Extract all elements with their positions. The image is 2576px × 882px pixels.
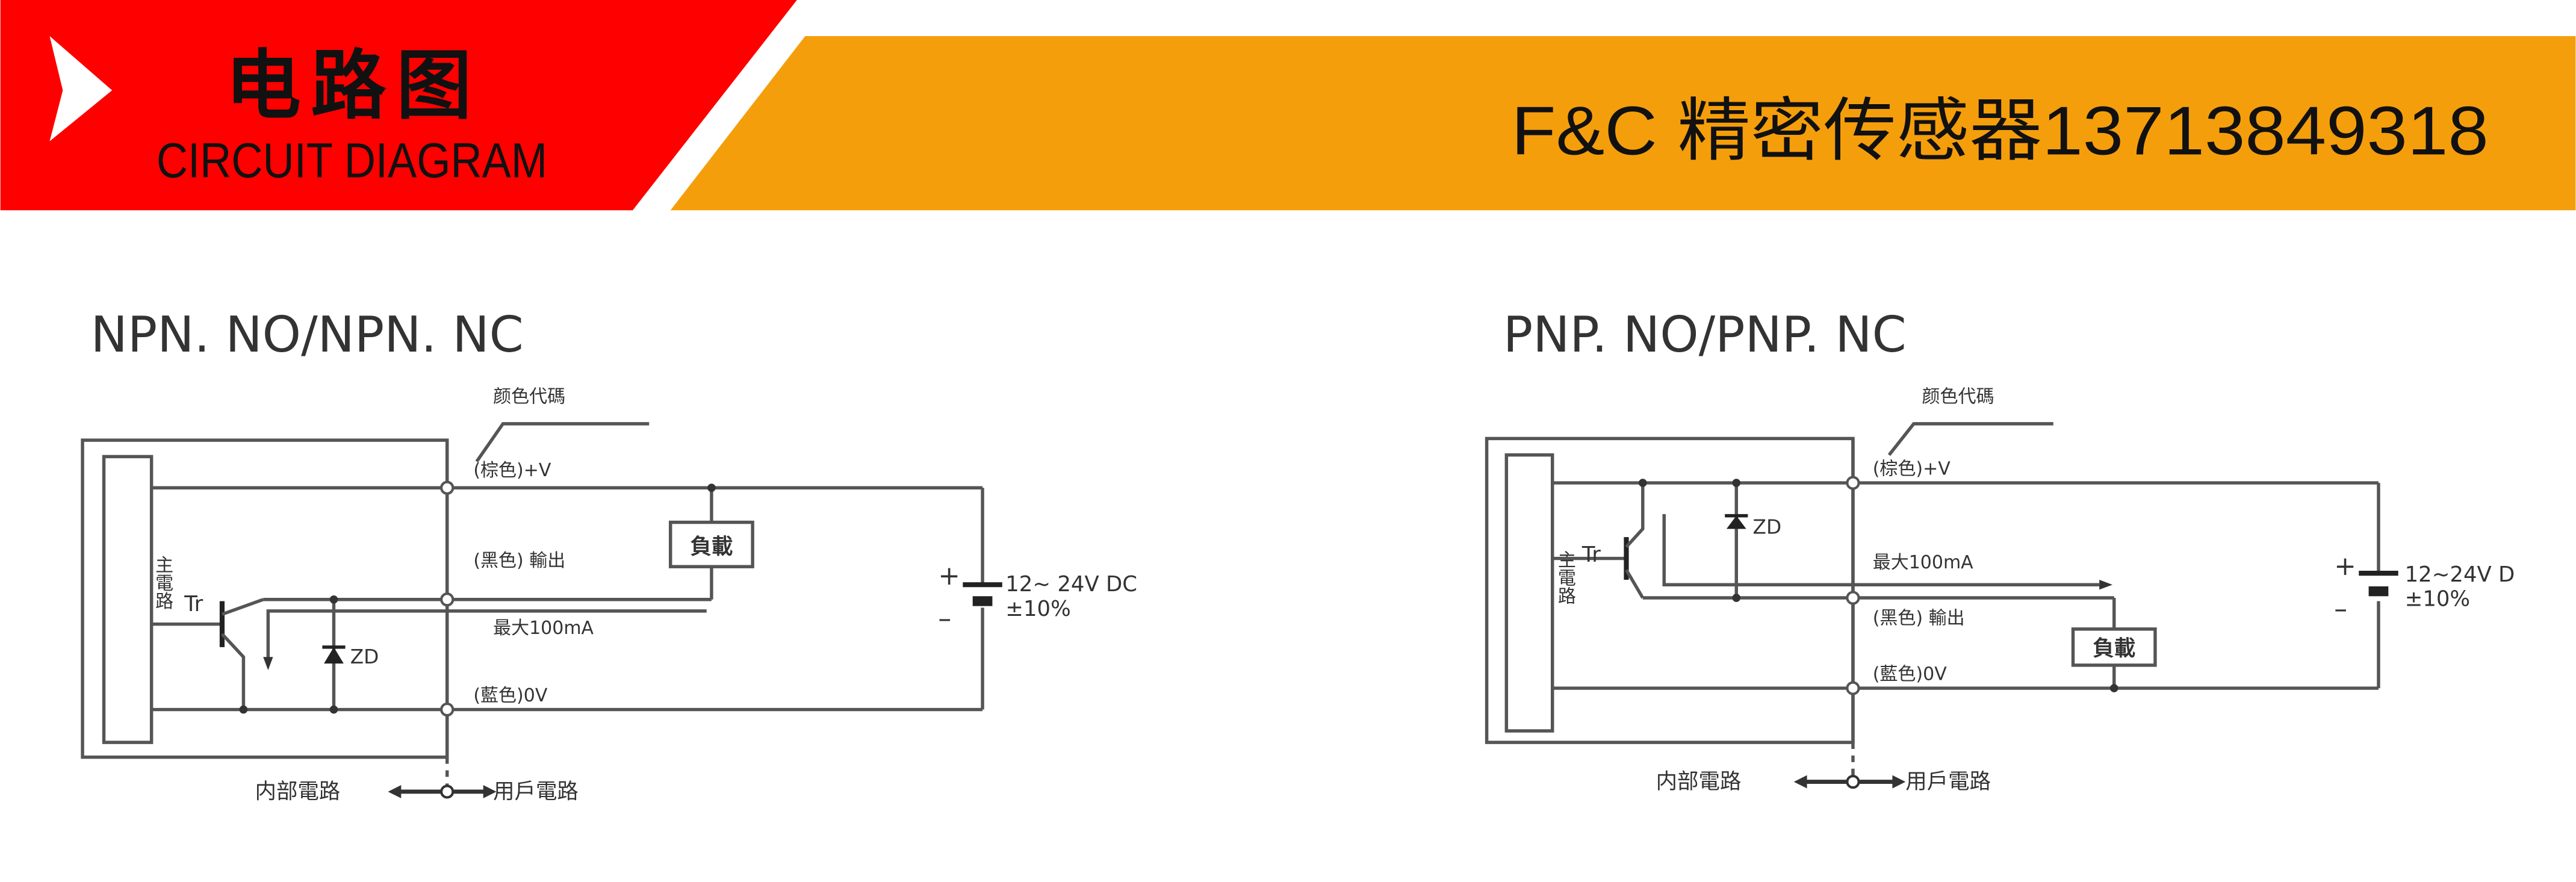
arrow-icon — [49, 36, 113, 141]
npn-current-arrow — [266, 609, 707, 660]
pnp-blue-label: (藍色)0V — [1873, 663, 1947, 685]
npn-load-box — [668, 520, 754, 568]
title-en: CIRCUIT DIAGRAM — [157, 134, 547, 188]
npn-plus-label: + — [938, 561, 960, 591]
npn-brown-label: (棕色)+V — [473, 460, 551, 481]
npn-max-current-label: 最大100mA — [493, 618, 594, 639]
pnp-voltage-label: 12~24V D — [2405, 562, 2515, 587]
npn-zener-icon — [324, 647, 344, 664]
npn-main-circuit-box — [102, 455, 154, 744]
npn-color-code-label: 颜色代碼 — [493, 386, 565, 407]
npn-user-label: 用戶電路 — [493, 779, 579, 804]
pnp-zd-label: ZD — [1753, 516, 1782, 539]
npn-minus-label: – — [938, 603, 951, 634]
npn-blue-label: (藍色)0V — [473, 685, 547, 706]
pnp-plus-label: + — [2334, 551, 2356, 582]
npn-tolerance-label: ±10% — [1005, 597, 1071, 621]
pnp-color-code-label: 颜色代碼 — [1922, 386, 1994, 407]
pnp-internal-label: 内部電路 — [1656, 769, 1742, 793]
company-phone: F&C 精密传感器13713849318 — [1512, 92, 2489, 169]
pnp-load-box — [2071, 627, 2157, 667]
orange-banner — [670, 36, 2576, 211]
npn-black-label: (黑色) 輸出 — [473, 550, 565, 571]
pnp-user-label: 用戶電路 — [1905, 769, 1991, 793]
pnp-diagram: PNP. NO/PNP. NC 主電路 負載 颜色代碼 (棕色)+V (黑色) … — [1485, 306, 2515, 793]
pnp-max-current-label: 最大100mA — [1873, 552, 1973, 573]
pnp-minus-label: – — [2334, 594, 2347, 624]
pnp-load-label: 負載 — [2093, 636, 2135, 661]
npn-voltage-label: 12~ 24V DC — [1005, 572, 1137, 597]
npn-main-circuit-label: 主電路 — [119, 555, 173, 609]
npn-load-label: 負載 — [690, 534, 733, 559]
npn-tr-label: Tr — [184, 592, 203, 616]
pnp-main-circuit-box — [1504, 453, 1554, 733]
npn-diagram: NPN. NO/NPN. NC 主電路 負載 颜色代碼 (棕色)+V (黑色) … — [81, 306, 1137, 804]
title-cn: 电路图 — [225, 43, 482, 128]
pnp-current-arrow — [1662, 514, 2100, 586]
red-banner — [0, 0, 797, 211]
npn-zd-label: ZD — [350, 645, 379, 668]
pnp-title: PNP. NO/PNP. NC — [1503, 306, 1907, 364]
npn-internal-label: 内部電路 — [255, 779, 341, 804]
pnp-tolerance-label: ±10% — [2405, 587, 2471, 612]
npn-title: NPN. NO/NPN. NC — [91, 306, 524, 364]
pnp-tr-label: Tr — [1581, 542, 1601, 567]
pnp-zener-icon — [1726, 515, 1746, 529]
pnp-black-label: (黑色) 輸出 — [1873, 608, 1965, 629]
header-banner: 电路图 CIRCUIT DIAGRAM F&C 精密传感器13713849318 — [0, 0, 2576, 211]
pnp-brown-label: (棕色)+V — [1873, 458, 1951, 479]
